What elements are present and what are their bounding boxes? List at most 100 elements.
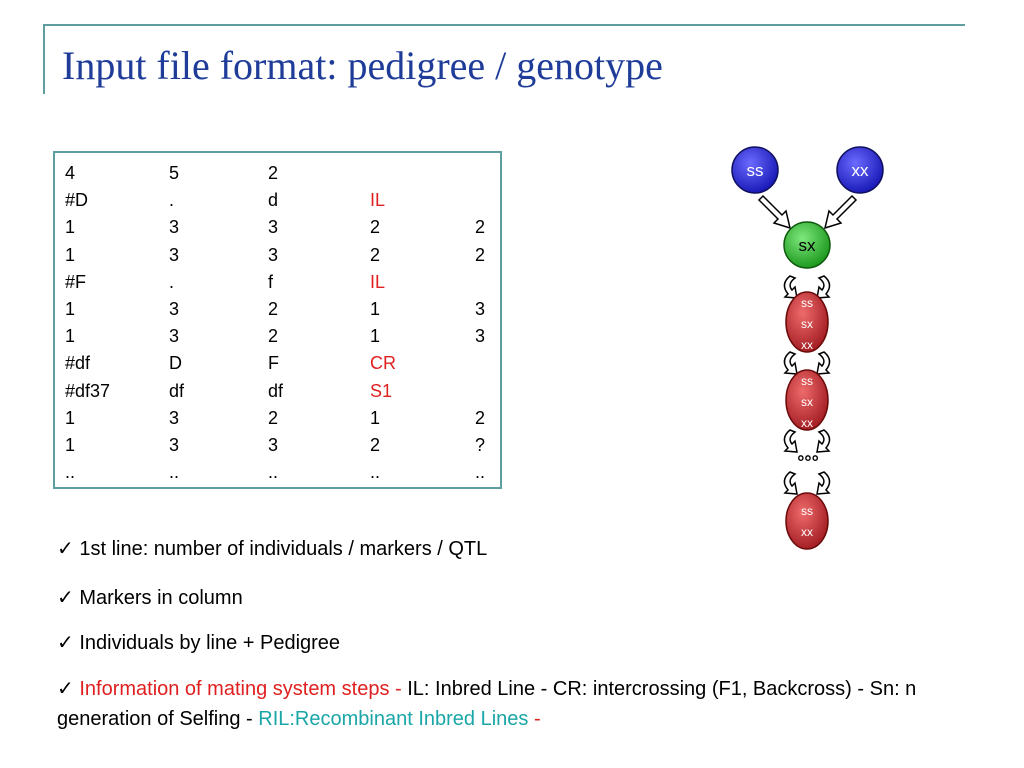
file-cell: 1 xyxy=(65,435,76,455)
file-row: 1 3 3 2 2 xyxy=(55,242,500,268)
selfing-arrows-icon xyxy=(783,351,831,375)
file-cell: IL xyxy=(370,271,386,292)
file-row: #df D F CR xyxy=(55,350,500,376)
file-cell: .. xyxy=(268,462,279,483)
file-cell: 5 xyxy=(169,163,180,183)
file-row: #df37 df df S1 xyxy=(55,378,500,404)
selfing-arrows-icon xyxy=(783,275,831,299)
file-row: 4 5 2 xyxy=(55,160,500,186)
file-cell: F xyxy=(268,353,279,374)
file-cell: . xyxy=(169,190,175,211)
f1-sx-label: sx xyxy=(799,236,817,255)
file-cell: 1 xyxy=(65,299,76,319)
file-cell: D xyxy=(169,353,182,374)
file-cell: 3 xyxy=(169,217,180,238)
check-icon: ✓ xyxy=(57,678,74,700)
file-cell: 3 xyxy=(475,299,486,319)
bullet-text: Individuals by line + Pedigree xyxy=(79,632,341,654)
generation-1-node xyxy=(785,291,829,353)
file-cell: .. xyxy=(370,462,381,483)
gen2-label-ss: ss xyxy=(801,374,813,388)
file-cell: 3 xyxy=(169,244,180,265)
selfing-arrows-icon xyxy=(783,429,831,453)
file-row: 1 3 3 2? xyxy=(55,432,500,458)
file-cell: 2 xyxy=(370,217,381,238)
parent-xx-node xyxy=(836,146,884,194)
file-cell: 2 xyxy=(370,244,381,265)
bullet-text: Markers in column xyxy=(79,587,243,609)
file-cell: 3 xyxy=(268,244,279,265)
file-cell: CR xyxy=(370,353,396,374)
bullet-first-line: ✓ 1st line: number of individuals / mark… xyxy=(57,536,487,561)
gen1-label-sx: sx xyxy=(801,317,813,331)
title-rule-horizontal xyxy=(43,24,965,26)
file-cell: 2 xyxy=(268,299,279,319)
file-cell: S1 xyxy=(370,380,393,401)
generation-2-node xyxy=(785,369,829,431)
file-cell: 1 xyxy=(370,326,381,347)
f1-sx-node xyxy=(783,221,831,269)
file-cell: f xyxy=(268,271,274,292)
file-cell: 2 xyxy=(268,163,279,183)
file-cell: 3 xyxy=(475,326,486,347)
file-cell: 2 xyxy=(268,326,279,347)
check-icon: ✓ xyxy=(57,587,74,609)
file-cell: 1 xyxy=(65,326,76,347)
file-cell: 1 xyxy=(370,407,381,428)
gen2-label-sx: sx xyxy=(801,395,813,409)
file-cell: ? xyxy=(475,435,486,455)
bullet-markers: ✓ Markers in column xyxy=(57,585,243,610)
file-cell: 2 xyxy=(370,435,381,455)
file-cell: 1 xyxy=(65,244,76,265)
final-generation-node xyxy=(785,492,829,550)
file-cell: #df xyxy=(65,353,91,374)
file-cell: 3 xyxy=(268,435,279,455)
bullet-text: 1st line: number of individuals / marker… xyxy=(79,538,488,560)
check-icon: ✓ xyxy=(57,538,74,560)
file-cell: 1 xyxy=(65,217,76,238)
file-cell: df xyxy=(169,380,185,401)
gen1-label-ss: ss xyxy=(801,296,813,310)
file-cell: 2 xyxy=(475,217,486,238)
file-cell: 2 xyxy=(475,407,486,428)
file-cell: df xyxy=(268,380,284,401)
file-cell: #D xyxy=(65,190,89,211)
bullet-mating-system: ✓ Information of mating system steps - I… xyxy=(57,674,977,734)
file-cell: 3 xyxy=(268,217,279,238)
bullet-individuals: ✓ Individuals by line + Pedigree xyxy=(57,630,340,655)
file-cell: 3 xyxy=(169,435,180,455)
crossing-diagram: ss xx sx ss sx xx ss sx xx °°° ss xx xyxy=(731,146,884,550)
generations-ellipsis: °°° xyxy=(797,452,819,472)
file-cell: 3 xyxy=(169,326,180,347)
file-cell: 3 xyxy=(169,407,180,428)
parent-ss-node xyxy=(731,146,779,194)
final-label-xx: xx xyxy=(801,525,813,539)
file-row: .......... xyxy=(55,459,500,485)
file-cell: 4 xyxy=(65,163,76,183)
file-cell: .. xyxy=(169,462,180,483)
file-cell: 3 xyxy=(169,299,180,319)
bullet-text-definitions: IL: Inbred Line - CR: intercrossing (F1,… xyxy=(57,678,917,730)
file-cell: . xyxy=(169,271,175,292)
bullet-text-red: Information of mating system steps - xyxy=(79,678,408,700)
file-cell: d xyxy=(268,190,279,211)
check-icon: ✓ xyxy=(57,632,74,654)
file-cell: 2 xyxy=(475,244,486,265)
title-rule-vertical xyxy=(43,24,45,94)
parent-ss-label: ss xyxy=(747,161,764,180)
file-cell: #F xyxy=(65,271,87,292)
file-cell: #df37 xyxy=(65,380,111,401)
file-cell: .. xyxy=(475,462,486,483)
file-row: 1 3 2 1 3 xyxy=(55,323,500,349)
final-label-ss: ss xyxy=(801,504,813,518)
gen2-label-xx: xx xyxy=(801,416,813,430)
bullet-text-dash: - xyxy=(533,708,541,730)
file-cell: .. xyxy=(65,462,76,483)
file-row: #F. f IL xyxy=(55,269,500,295)
file-cell: 2 xyxy=(268,407,279,428)
file-row: 1 3 3 2 2 xyxy=(55,214,500,240)
